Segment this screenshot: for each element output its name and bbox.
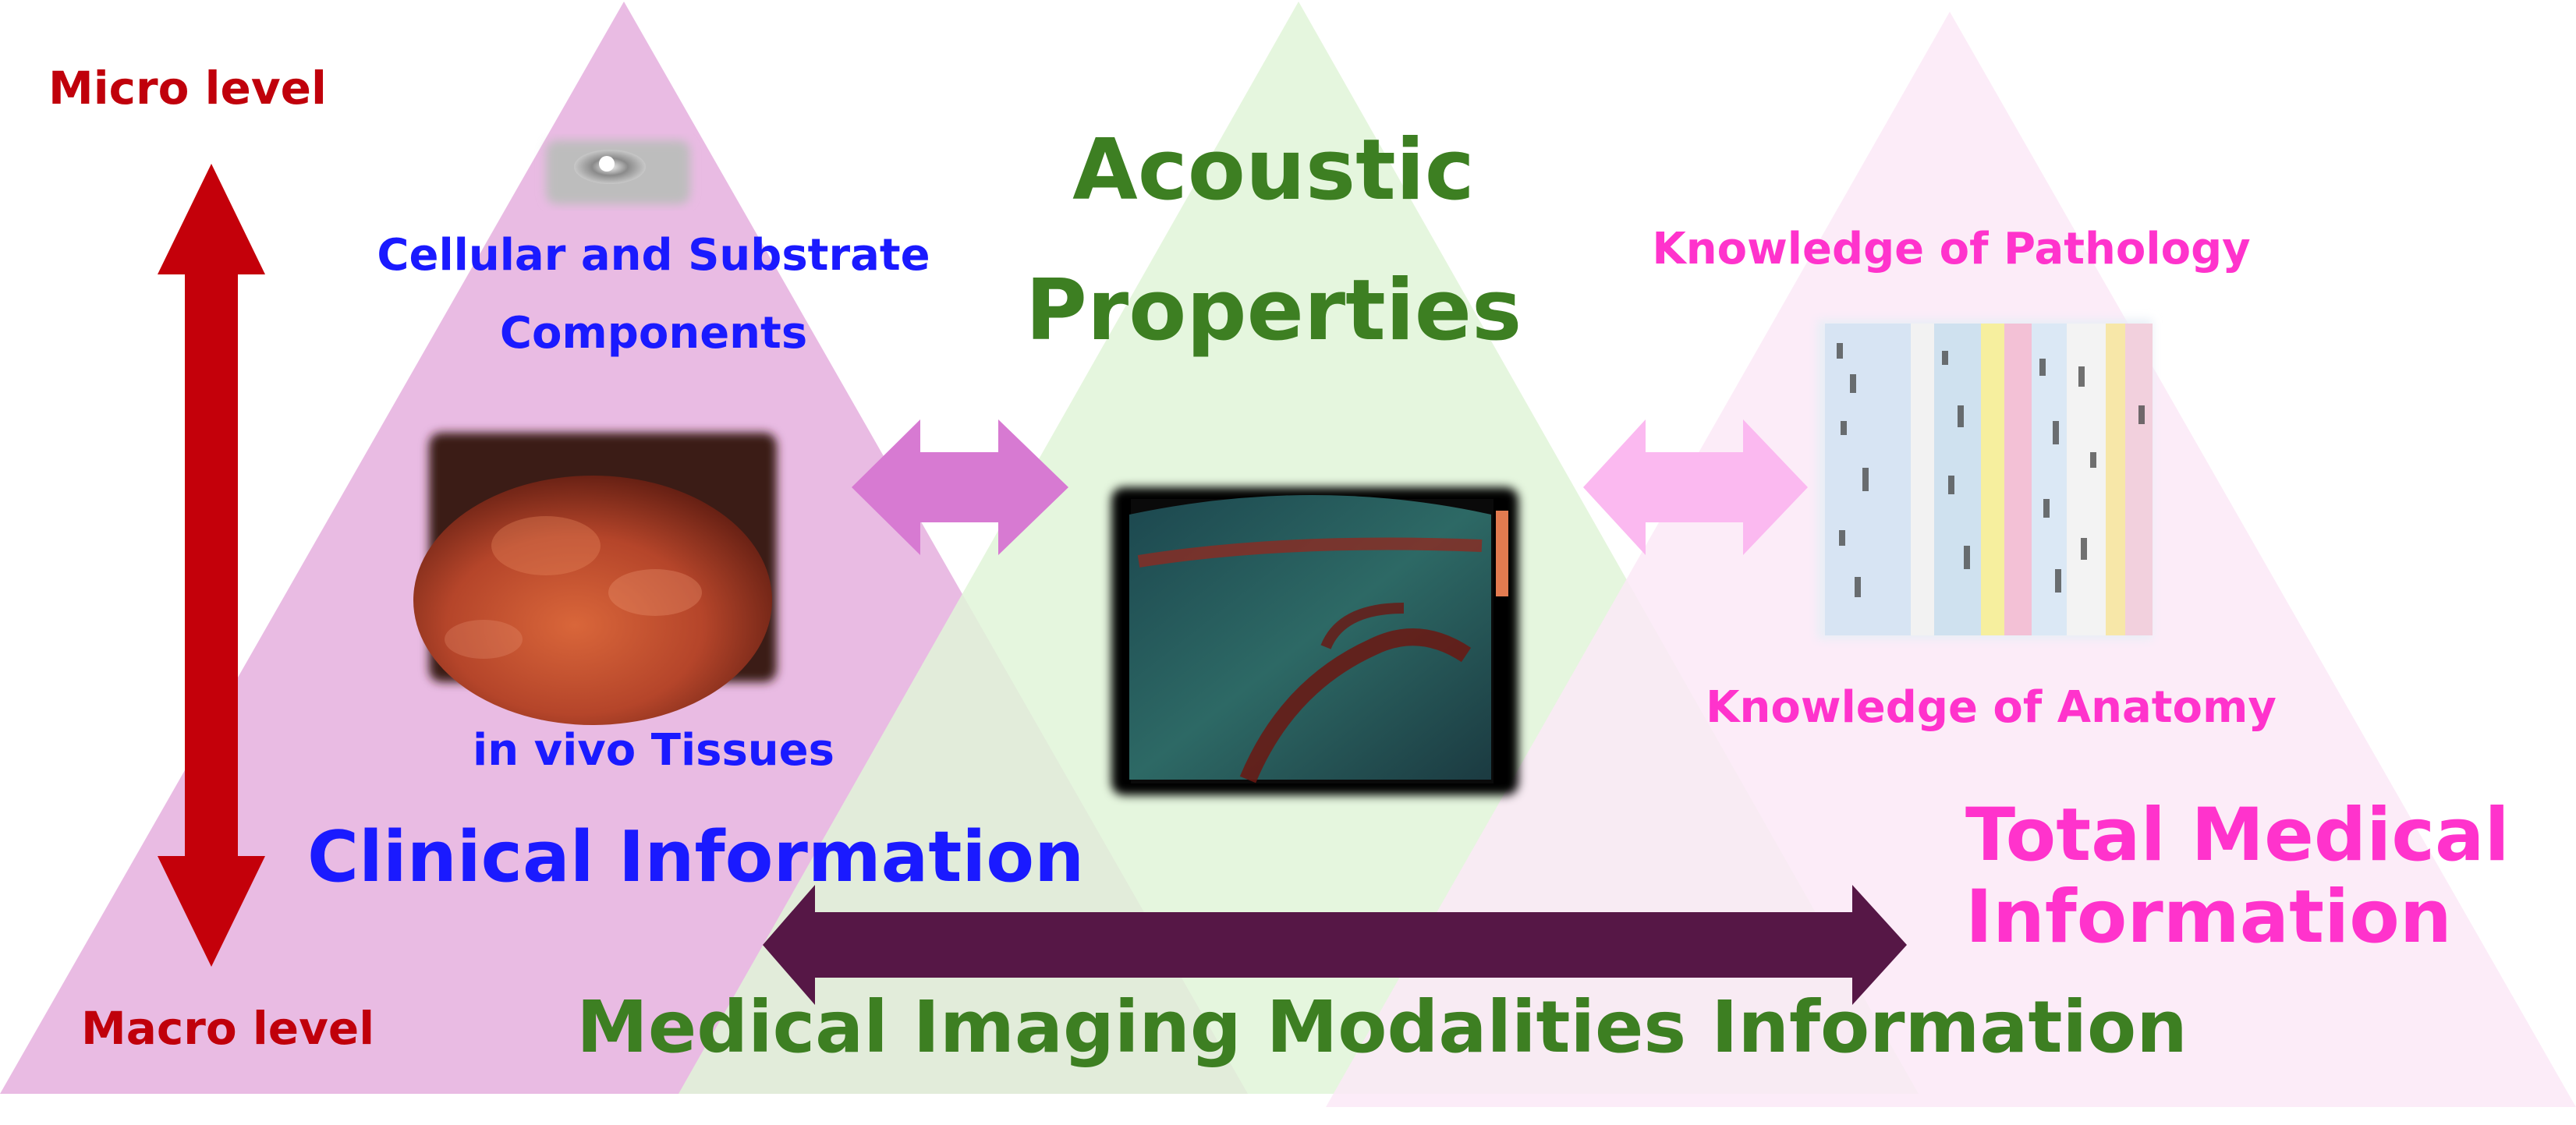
acoustic-properties-title-line2: Properties [1025, 262, 1522, 359]
micro-macro-arrow [158, 164, 265, 967]
cellular-components-label-line1: Cellular and Substrate [377, 230, 930, 281]
acoustic-properties-title-line1: Acoustic [1072, 122, 1475, 219]
medical-imaging-modalities-title: Medical Imaging Modalities Information [576, 985, 2188, 1069]
ultrasound-image [1111, 487, 1518, 795]
acoustic-knowledge-arrow [1583, 419, 1808, 555]
macro-level-label: Macro level [81, 1002, 375, 1055]
micro-level-label: Micro level [48, 62, 327, 115]
cellular-components-label-line2: Components [499, 308, 808, 359]
knowledge-of-pathology-label: Knowledge of Pathology [1652, 224, 2251, 274]
cellular-components-image [546, 140, 690, 204]
clinical-information-title: Clinical Information [307, 816, 1085, 898]
in-vivo-tissue-photo [413, 433, 777, 725]
total-medical-information-title-line2: Information [1965, 875, 2452, 960]
clinical-acoustic-arrow [852, 419, 1068, 555]
imaging-modalities-arrow [763, 885, 1907, 1005]
knowledge-table-image [1817, 320, 2153, 639]
total-medical-information-title-line1: Total Medical [1965, 793, 2510, 878]
in-vivo-tissues-label: in vivo Tissues [473, 725, 834, 776]
knowledge-of-anatomy-label: Knowledge of Anatomy [1706, 682, 2277, 733]
